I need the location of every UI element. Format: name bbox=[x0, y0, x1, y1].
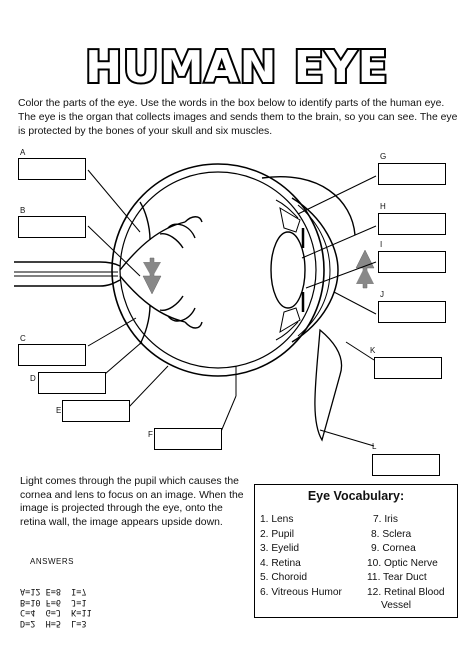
answers-title: ANSWERS bbox=[30, 557, 74, 566]
vocab-item: 11. Tear Duct bbox=[367, 572, 427, 584]
vocabulary-column-right: 7. Iris 8. Sclera 9. Cornea 10. Optic Ne… bbox=[367, 513, 445, 610]
answer-box-l[interactable] bbox=[372, 454, 440, 476]
vocab-item: 1. Lens bbox=[260, 514, 294, 525]
answers-row: B=10 F=6 J=1 bbox=[20, 597, 87, 607]
label-letter-d: D bbox=[30, 374, 36, 383]
answers-key: D=2 H=5 L=3 C=4 G=J K=11 B=10 F=6 J=1 A=… bbox=[20, 586, 92, 629]
label-letter-h: H bbox=[380, 202, 386, 211]
answers-row: C=4 G=J K=11 bbox=[20, 607, 92, 618]
label-letter-b: B bbox=[20, 206, 26, 215]
vocab-item: Vessel bbox=[381, 599, 412, 611]
light-explanation: Light comes through the pupil which caus… bbox=[20, 476, 244, 528]
answer-box-e[interactable] bbox=[62, 400, 130, 422]
answers-row: A=12 E=8 I=7 bbox=[20, 586, 87, 597]
answer-box-a[interactable] bbox=[18, 158, 86, 180]
label-letter-a: A bbox=[20, 148, 26, 157]
vocab-item: 12. Retinal Blood bbox=[367, 586, 445, 598]
answer-box-k[interactable] bbox=[374, 357, 442, 379]
vocab-item: 7. Iris bbox=[373, 514, 398, 525]
label-letter-f: F bbox=[148, 430, 153, 439]
cornea bbox=[291, 197, 339, 343]
page-title: HUMAN EYE bbox=[83, 40, 390, 95]
vocabulary-column-left: 1. Lens 2. Pupil 3. Eyelid 4. Retina 5. … bbox=[260, 513, 342, 601]
page-title-shadow: HUMAN EYE bbox=[85, 42, 389, 93]
vocab-item: 3. Eyelid bbox=[260, 543, 300, 555]
vocab-item: 8. Sclera bbox=[371, 528, 412, 540]
eye-diagram bbox=[14, 163, 377, 447]
vocabulary-box: Eye Vocabulary: 1. Lens 2. Pupil 3. Eyel… bbox=[254, 484, 458, 618]
lower-eyelid bbox=[314, 328, 343, 442]
optic-nerve bbox=[14, 261, 121, 287]
vocab-item: 6. Vitreous Humor bbox=[260, 586, 342, 598]
intro-paragraph: Color the parts of the eye. Use the word… bbox=[18, 98, 458, 137]
label-letter-c: C bbox=[20, 334, 26, 343]
answer-box-b[interactable] bbox=[18, 216, 86, 238]
lens bbox=[270, 231, 306, 309]
answers-row: D=2 H=5 L=3 bbox=[20, 618, 87, 628]
answer-box-f[interactable] bbox=[154, 428, 222, 450]
label-letter-l: L bbox=[372, 442, 377, 451]
answer-box-g[interactable] bbox=[378, 163, 446, 185]
answer-box-h[interactable] bbox=[378, 213, 446, 235]
vocab-item: 5. Choroid bbox=[260, 572, 308, 584]
eyeball-outline bbox=[111, 163, 325, 377]
label-letter-i: I bbox=[380, 240, 383, 249]
answer-box-c[interactable] bbox=[18, 344, 86, 366]
answer-box-d[interactable] bbox=[38, 372, 106, 394]
vocab-item: 9. Cornea bbox=[371, 543, 416, 555]
label-letter-j: J bbox=[380, 290, 384, 299]
eyelid bbox=[261, 176, 356, 236]
retinal-blood-vessel-lower bbox=[119, 275, 203, 345]
vocab-item: 2. Pupil bbox=[260, 528, 294, 540]
retinal-blood-vessel-upper bbox=[119, 201, 203, 271]
vocab-item: 4. Retina bbox=[260, 557, 301, 569]
label-letter-k: K bbox=[370, 346, 376, 355]
answer-box-i[interactable] bbox=[378, 251, 446, 273]
label-letter-g: G bbox=[380, 152, 387, 161]
vocabulary-title: Eye Vocabulary: bbox=[307, 489, 405, 503]
label-letter-e: E bbox=[56, 406, 62, 415]
vocab-item: 10. Optic Nerve bbox=[367, 557, 438, 569]
answer-box-j[interactable] bbox=[378, 301, 446, 323]
